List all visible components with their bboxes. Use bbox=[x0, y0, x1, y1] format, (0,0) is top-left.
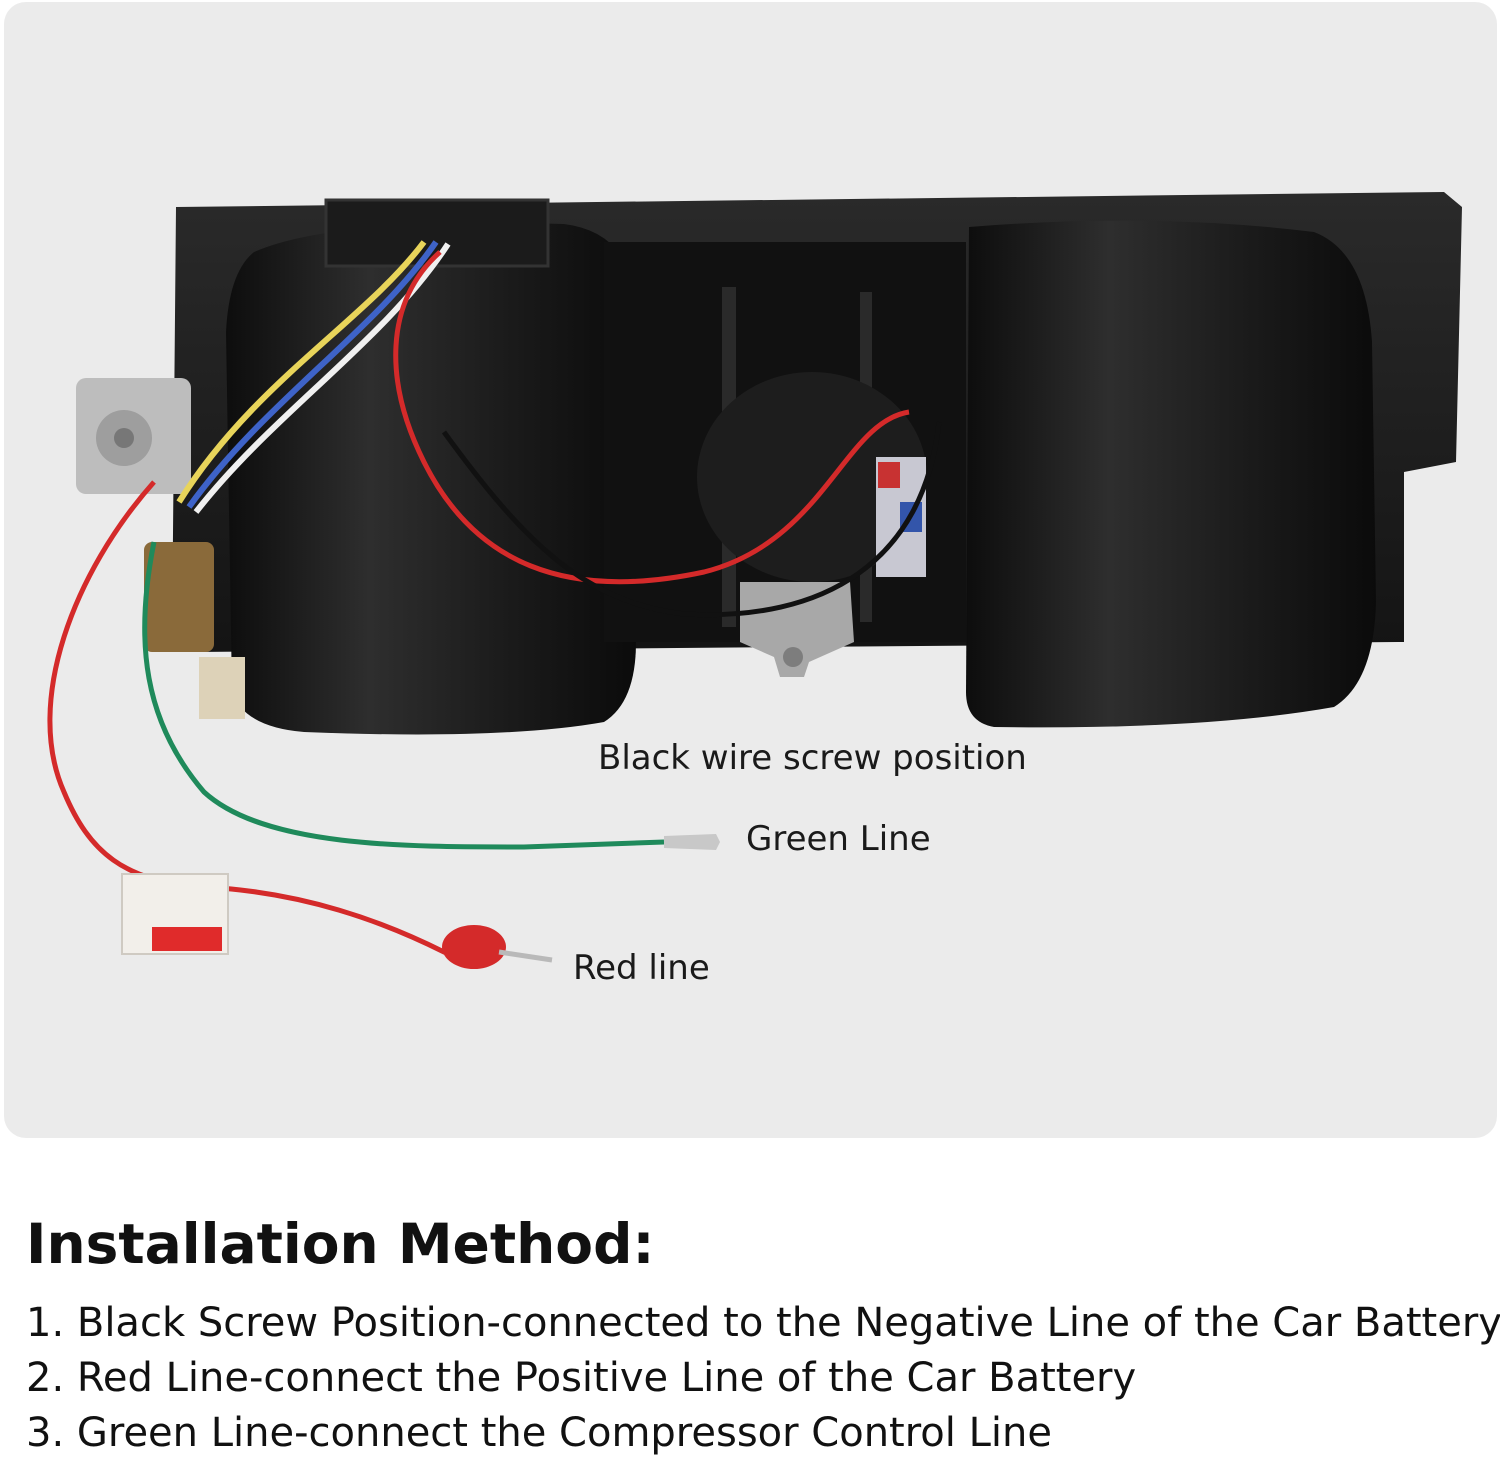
installation-method-title: Installation Method: bbox=[26, 1212, 655, 1276]
callout-red-line: Red line bbox=[573, 948, 710, 988]
right-fan-drum bbox=[966, 220, 1376, 728]
blower-unit-illustration bbox=[47, 192, 1462, 969]
installation-step: 1. Black Screw Position-connected to the… bbox=[26, 1300, 1500, 1346]
green-terminal bbox=[664, 834, 720, 850]
installation-steps-list: 1. Black Screw Position-connected to the… bbox=[26, 1296, 1500, 1461]
red-wire bbox=[47, 480, 475, 955]
installation-step: 2. Red Line-connect the Positive Line of… bbox=[26, 1355, 1137, 1401]
green-wire bbox=[142, 541, 665, 850]
black-wire-screw-bracket bbox=[740, 582, 854, 677]
product-photo-panel: Black wire screw position Green Line Red… bbox=[4, 2, 1497, 1138]
red-ring-terminal bbox=[442, 925, 506, 969]
callout-black-wire-screw: Black wire screw position bbox=[598, 738, 1027, 778]
installation-step: 3. Green Line-connect the Compressor Con… bbox=[26, 1410, 1052, 1456]
callout-green-line: Green Line bbox=[746, 819, 931, 859]
